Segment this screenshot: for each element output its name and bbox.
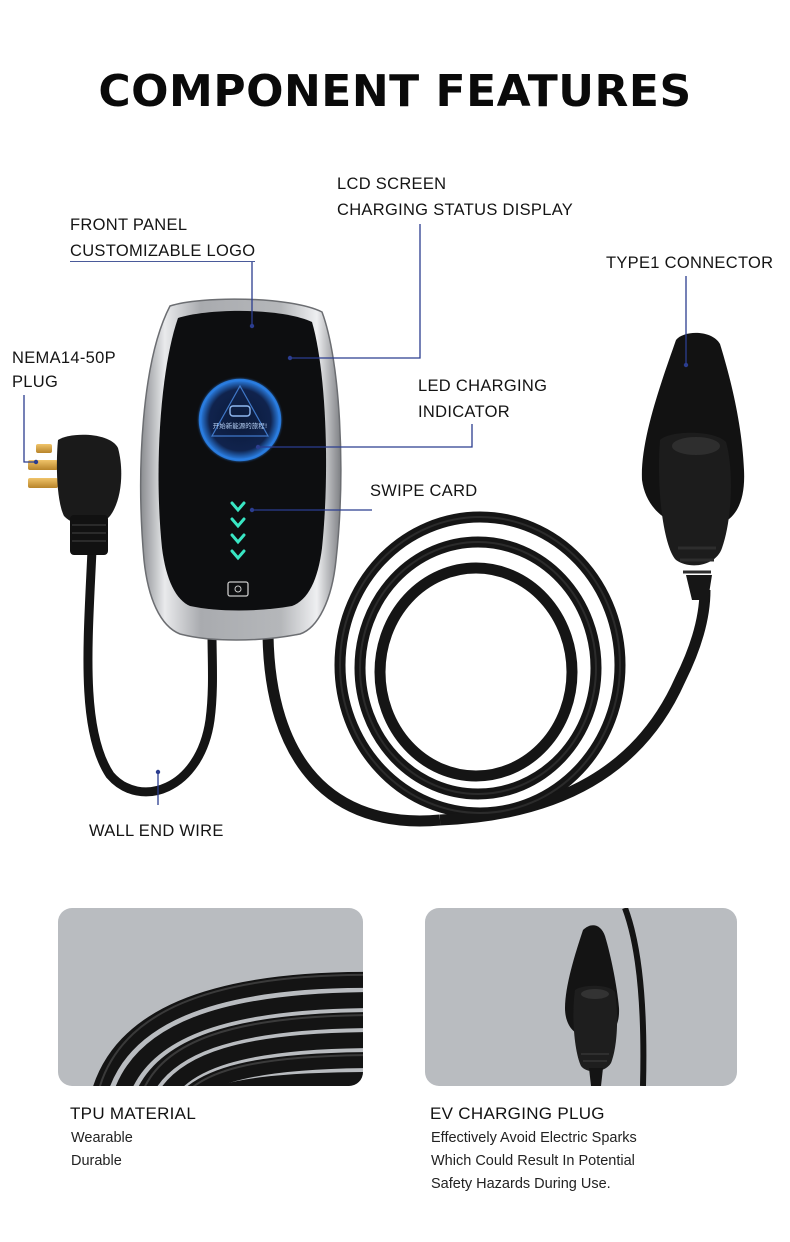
wall-end-wire <box>83 545 217 797</box>
label-led-charging: LED CHARGING <box>418 377 548 395</box>
ev-plug-icon <box>565 908 647 1086</box>
ev-plug-image <box>425 908 737 1086</box>
feature-line-2: Which Could Result In Potential <box>431 1153 635 1169</box>
leader-lines <box>23 224 687 805</box>
label-plug: PLUG <box>12 373 59 391</box>
feature-title-tpu: TPU MATERIAL <box>70 1104 197 1123</box>
lcd-screen-text: 开始新能源的旅程! <box>213 421 268 430</box>
label-wall-end-wire: WALL END WIRE <box>89 822 224 840</box>
label-lcd-screen: LCD SCREEN <box>337 175 447 193</box>
feature-line-wearable: Wearable <box>71 1130 133 1146</box>
label-customizable-logo: CUSTOMIZABLE LOGO <box>70 242 256 262</box>
led-indicator <box>230 501 246 561</box>
type1-connector <box>641 332 745 600</box>
lcd-screen <box>196 376 284 464</box>
label-nema-plug: NEMA14-50P <box>12 349 116 367</box>
label-charging-status: CHARGING STATUS DISPLAY <box>337 201 574 219</box>
nema-plug <box>28 434 122 555</box>
product-illustration: 开始新能源的旅程! <box>23 224 745 827</box>
feature-line-3: Safety Hazards During Use. <box>431 1176 611 1192</box>
swipe-card-icon <box>227 581 249 597</box>
label-type1-connector: TYPE1 CONNECTOR <box>606 254 774 272</box>
label-indicator: INDICATOR <box>418 403 510 421</box>
cable-closeup-icon <box>93 972 363 1086</box>
label-swipe-card: SWIPE CARD <box>370 482 478 500</box>
feature-title-ev-plug: EV CHARGING PLUG <box>430 1104 605 1123</box>
label-front-panel: FRONT PANEL <box>70 216 188 234</box>
charger-unit: 开始新能源的旅程! <box>140 298 342 641</box>
tpu-material-image <box>58 908 363 1086</box>
plug-icon <box>229 405 251 417</box>
page-title: COMPONENT FEATURES <box>98 66 692 117</box>
feature-line-durable: Durable <box>71 1153 122 1169</box>
feature-line-1: Effectively Avoid Electric Sparks <box>431 1130 637 1146</box>
